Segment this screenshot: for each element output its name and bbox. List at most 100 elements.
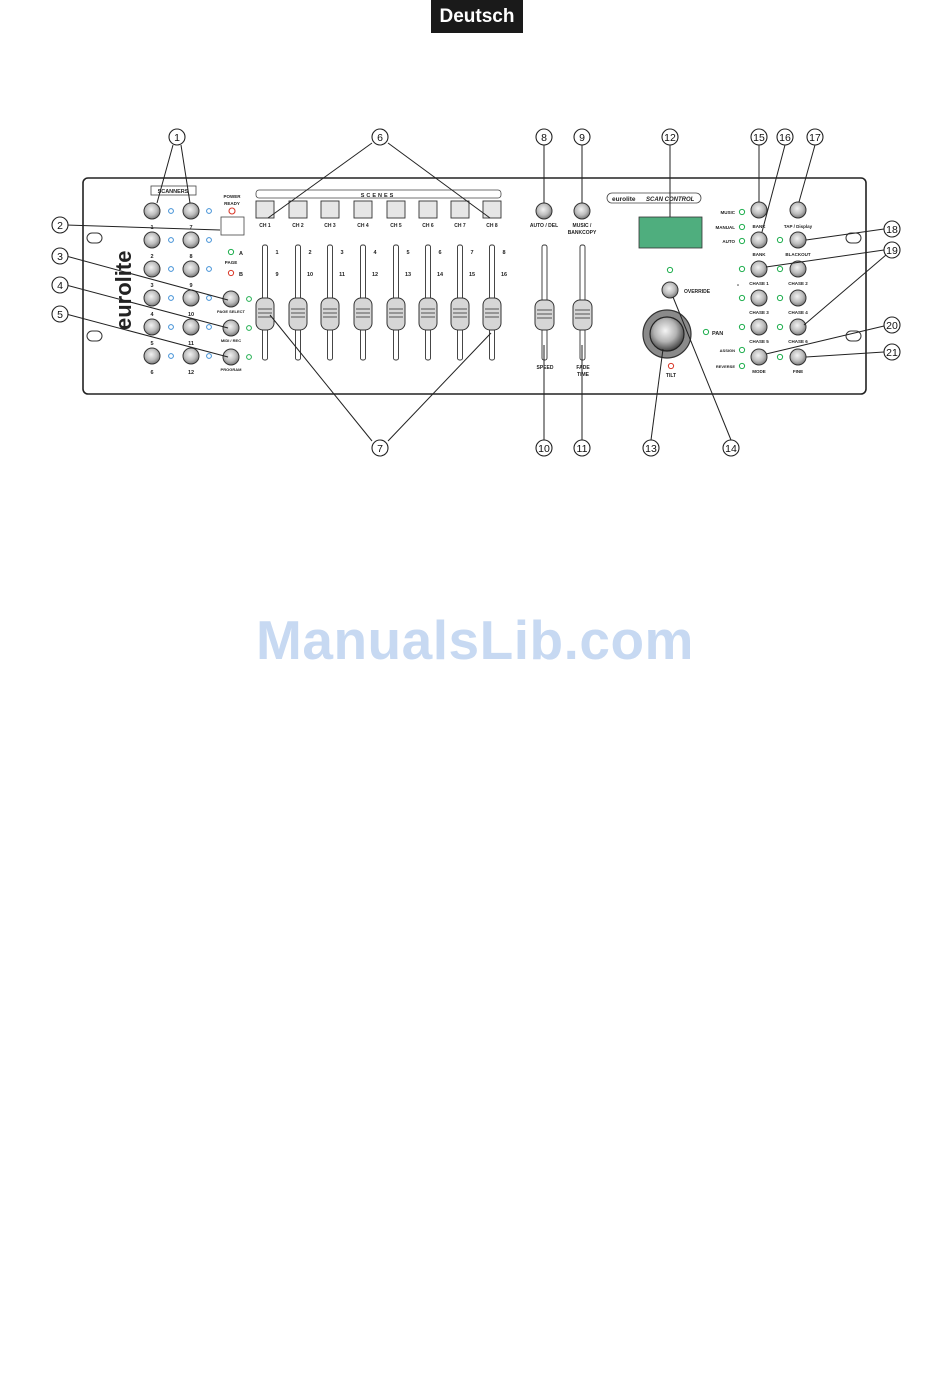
scanners-title-box xyxy=(150,185,197,196)
scanner-button[interactable] xyxy=(143,347,161,365)
callout-number: 5 xyxy=(57,309,63,321)
channel-fader[interactable] xyxy=(386,244,406,361)
scanner-button[interactable] xyxy=(143,202,161,220)
auto-del-button[interactable] xyxy=(535,202,553,220)
scanner-label: 6 xyxy=(150,370,153,376)
chase-button[interactable] xyxy=(789,318,807,336)
scene-button[interactable] xyxy=(353,200,373,219)
pan-label: PAN xyxy=(712,331,723,337)
fader-number-top: 2 xyxy=(308,250,311,256)
channel-fader[interactable] xyxy=(255,244,275,361)
channel-fader[interactable] xyxy=(353,244,373,361)
callout-marker xyxy=(883,343,901,361)
fader-number-bottom: 15 xyxy=(469,272,475,278)
fade-label-1: FADE xyxy=(576,365,590,371)
scene-label: CH 5 xyxy=(390,223,402,229)
callout-number: 19 xyxy=(886,245,898,257)
fine-button[interactable] xyxy=(789,348,807,366)
scene-button[interactable] xyxy=(255,200,275,219)
scanner-button[interactable] xyxy=(182,231,200,249)
scene-label: CH 8 xyxy=(486,223,498,229)
channel-fader[interactable] xyxy=(450,244,470,361)
override-button[interactable] xyxy=(661,281,679,299)
channel-fader[interactable] xyxy=(288,244,308,361)
chase-led xyxy=(776,294,784,302)
language-tab: Deutsch xyxy=(431,0,523,33)
scanner-led xyxy=(168,324,174,330)
callout-marker xyxy=(883,241,901,259)
scanner-button[interactable] xyxy=(182,202,200,220)
scanner-led xyxy=(206,353,212,359)
fader-number-top: 8 xyxy=(502,250,505,256)
scenes-title: SCENES xyxy=(361,193,396,199)
scanner-button[interactable] xyxy=(182,318,200,336)
music-led xyxy=(738,208,746,216)
scanner-button[interactable] xyxy=(143,260,161,278)
chase-button[interactable] xyxy=(789,289,807,307)
scanner-button[interactable] xyxy=(143,289,161,307)
scene-button[interactable] xyxy=(418,200,438,219)
callout-marker xyxy=(51,276,69,294)
chase-button[interactable] xyxy=(750,318,768,336)
lcd-display xyxy=(638,216,703,249)
channel-fader[interactable] xyxy=(418,244,438,361)
device-panel xyxy=(82,177,867,395)
scanner-led xyxy=(206,295,212,301)
chase-button[interactable] xyxy=(750,260,768,278)
scene-button[interactable] xyxy=(288,200,308,219)
scene-button[interactable] xyxy=(320,200,340,219)
chase-button[interactable] xyxy=(789,260,807,278)
channel-fader[interactable] xyxy=(482,244,502,361)
model-brand: eurolite xyxy=(612,196,636,203)
blackout-button[interactable] xyxy=(789,231,807,249)
fader-number-top: 1 xyxy=(275,250,278,256)
channel-fader[interactable] xyxy=(320,244,340,361)
chase-led xyxy=(776,323,784,331)
bank-down-button[interactable] xyxy=(750,231,768,249)
mode-select-button[interactable] xyxy=(222,319,240,337)
status-manual-label: MANUAL xyxy=(716,225,736,230)
joystick[interactable] xyxy=(649,316,685,352)
fine-led xyxy=(776,353,784,361)
callout-marker xyxy=(883,316,901,334)
power-label: POWER xyxy=(223,194,241,199)
tap-display-label: TAP / Display xyxy=(784,224,813,229)
blackout-led xyxy=(776,236,784,244)
chase-button[interactable] xyxy=(750,289,768,307)
scene-button[interactable] xyxy=(450,200,470,219)
scanner-button[interactable] xyxy=(182,260,200,278)
fader-number-top: 7 xyxy=(470,250,473,256)
scene-button[interactable] xyxy=(482,200,502,219)
led-indicator-box xyxy=(220,216,245,236)
mode-select-label: MIDI / REC xyxy=(221,338,241,343)
scanner-led xyxy=(206,324,212,330)
scanner-button[interactable] xyxy=(182,289,200,307)
scanner-button[interactable] xyxy=(143,318,161,336)
auto-led xyxy=(738,237,746,245)
pan-led xyxy=(702,328,710,336)
scenes-title-box xyxy=(255,189,502,199)
scanner-button[interactable] xyxy=(182,347,200,365)
bank-up-button[interactable] xyxy=(750,201,768,219)
callout-marker xyxy=(371,128,389,146)
chase-led xyxy=(738,323,746,331)
chase-led xyxy=(776,265,784,273)
page-label: PAGE xyxy=(225,260,237,265)
callout-number: 11 xyxy=(577,443,588,455)
scanner-button[interactable] xyxy=(143,231,161,249)
tap-display-button[interactable] xyxy=(789,201,807,219)
callout-number: 21 xyxy=(886,347,898,359)
scene-button[interactable] xyxy=(386,200,406,219)
watermark: ManualsLib.com xyxy=(256,609,694,671)
scanner-label: 8 xyxy=(189,254,192,260)
callout-marker xyxy=(371,439,389,457)
mode-button[interactable] xyxy=(750,348,768,366)
mode-led xyxy=(246,354,252,360)
scanner-label: 9 xyxy=(189,283,192,289)
marker-dot xyxy=(737,284,739,286)
callout-number: 6 xyxy=(377,132,383,144)
music-bankcopy-button[interactable] xyxy=(573,202,591,220)
chase-label: CHASE 1 xyxy=(749,281,769,286)
mode-select-button[interactable] xyxy=(222,348,240,366)
